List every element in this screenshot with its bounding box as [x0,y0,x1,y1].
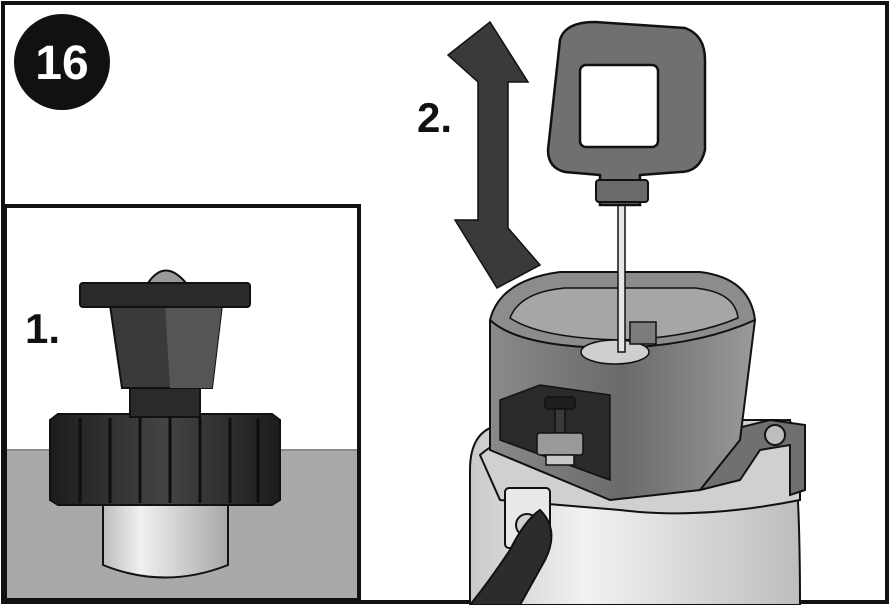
step-number: 16 [35,37,88,90]
valve-assembly-icon [49,269,281,579]
main-step-label: 2. [417,94,452,141]
sprayer-illustration [468,199,806,605]
pump-handle-icon [546,20,707,207]
valve-knob-base [545,454,575,466]
double-arrow-icon [446,20,542,289]
carry-strap [468,508,553,605]
inset-step-label: 1. [25,305,60,352]
step-badge-icon [14,14,110,110]
valve-knob-stem [554,408,566,434]
pump-rod [617,199,626,353]
bracket-hole [764,424,786,446]
stem-block [629,321,657,345]
stem-base [580,339,650,365]
valve-knob-top [544,396,576,410]
valve-knob-nut [536,432,584,456]
